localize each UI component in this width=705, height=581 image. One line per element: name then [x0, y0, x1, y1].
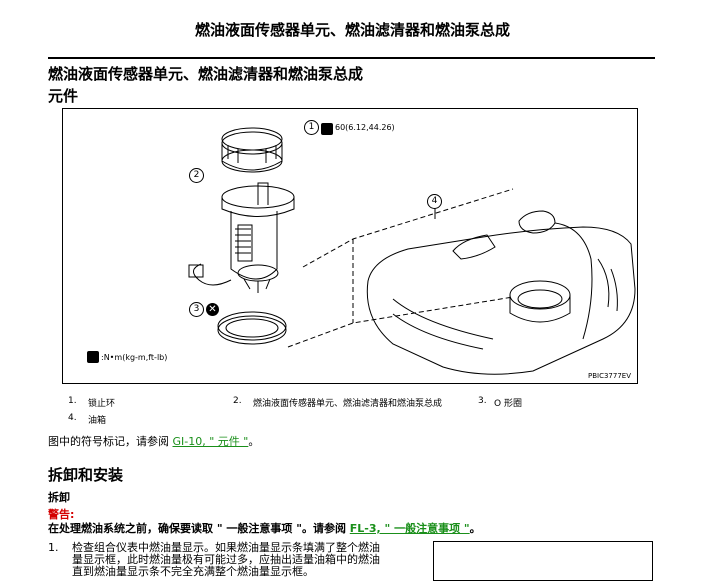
page-header-title: 燃油液面传感器单元、燃油滤清器和燃油泵总成	[194, 21, 510, 39]
fl-3-general-precautions-link[interactable]: FL-3, " 一般注意事项 "	[349, 522, 470, 535]
step-1-line-3: 直到燃油量显示条不完全充满整个燃油量显示框。	[72, 565, 314, 578]
removal-installation-heading: 拆卸和安装	[48, 466, 124, 484]
torque-spec-value: 60(6.12,44.26)	[335, 123, 395, 132]
torque-units-legend: :N•m(kg-m,ft-lb)	[101, 353, 168, 362]
do-not-reuse-icon: ✕	[206, 303, 219, 316]
legend-num-1: 1.	[68, 396, 77, 406]
callout-3: 3	[189, 302, 204, 317]
step-1-line-1: 检查组合仪表中燃油量显示。如果燃油量显示条填满了整个燃油	[72, 541, 380, 554]
warning-label: 警告:	[48, 508, 75, 521]
symbol-ref-prefix: 图中的符号标记，请参阅	[48, 435, 173, 448]
legend-num-3: 3.	[478, 396, 487, 406]
warning-text-prefix: 在处理燃油系统之前，确保要读取 " 一般注意事项 "。请参阅	[48, 522, 350, 535]
callout-2: 2	[189, 168, 204, 183]
step-1-text: 检查组合仪表中燃油量显示。如果燃油量显示条填满了整个燃油 量显示框，此时燃油量极…	[72, 542, 432, 578]
header-divider	[48, 57, 655, 59]
component-figure: 1 60(6.12,44.26) 2 4 3 ✕ :N•m(kg-m,ft-lb…	[62, 108, 638, 384]
warning-text-suffix: 。	[469, 522, 481, 535]
symbol-reference: 图中的符号标记，请参阅 GI-10, " 元件 "。	[48, 433, 259, 449]
callout-4: 4	[427, 194, 442, 209]
legend-label-1: 锁止环	[88, 399, 116, 409]
legend-num-2: 2.	[233, 396, 242, 406]
removal-subheading: 拆卸	[48, 491, 70, 504]
symbol-ref-suffix: 。	[248, 435, 260, 448]
callout-1: 1	[304, 120, 319, 135]
legend-label-4: 油箱	[88, 416, 107, 426]
figure-id: PBIC3777EV	[588, 372, 632, 380]
step-1-line-2: 量显示框，此时燃油量极有可能过多，应抽出适量油箱中的燃油	[72, 553, 380, 566]
exploded-view-drawing	[188, 127, 636, 375]
legend-label-2: 燃油液面传感器单元、燃油滤清器和燃油泵总成	[253, 399, 443, 409]
step-1-number: 1.	[48, 541, 59, 554]
step-1-illustration-frame	[433, 541, 653, 581]
section-title: 燃油液面传感器单元、燃油滤清器和燃油泵总成	[48, 65, 364, 83]
legend-num-4: 4.	[68, 413, 77, 423]
torque-wrench-icon-legend	[87, 351, 99, 363]
legend-label-3: O 形圈	[494, 399, 522, 409]
subsection-title: 元件	[48, 87, 79, 105]
gi-10-components-link[interactable]: GI-10, " 元件 "	[172, 435, 249, 448]
warning-text: 在处理燃油系统之前，确保要读取 " 一般注意事项 "。请参阅 FL-3, " 一…	[48, 520, 481, 536]
torque-wrench-icon	[321, 123, 333, 135]
